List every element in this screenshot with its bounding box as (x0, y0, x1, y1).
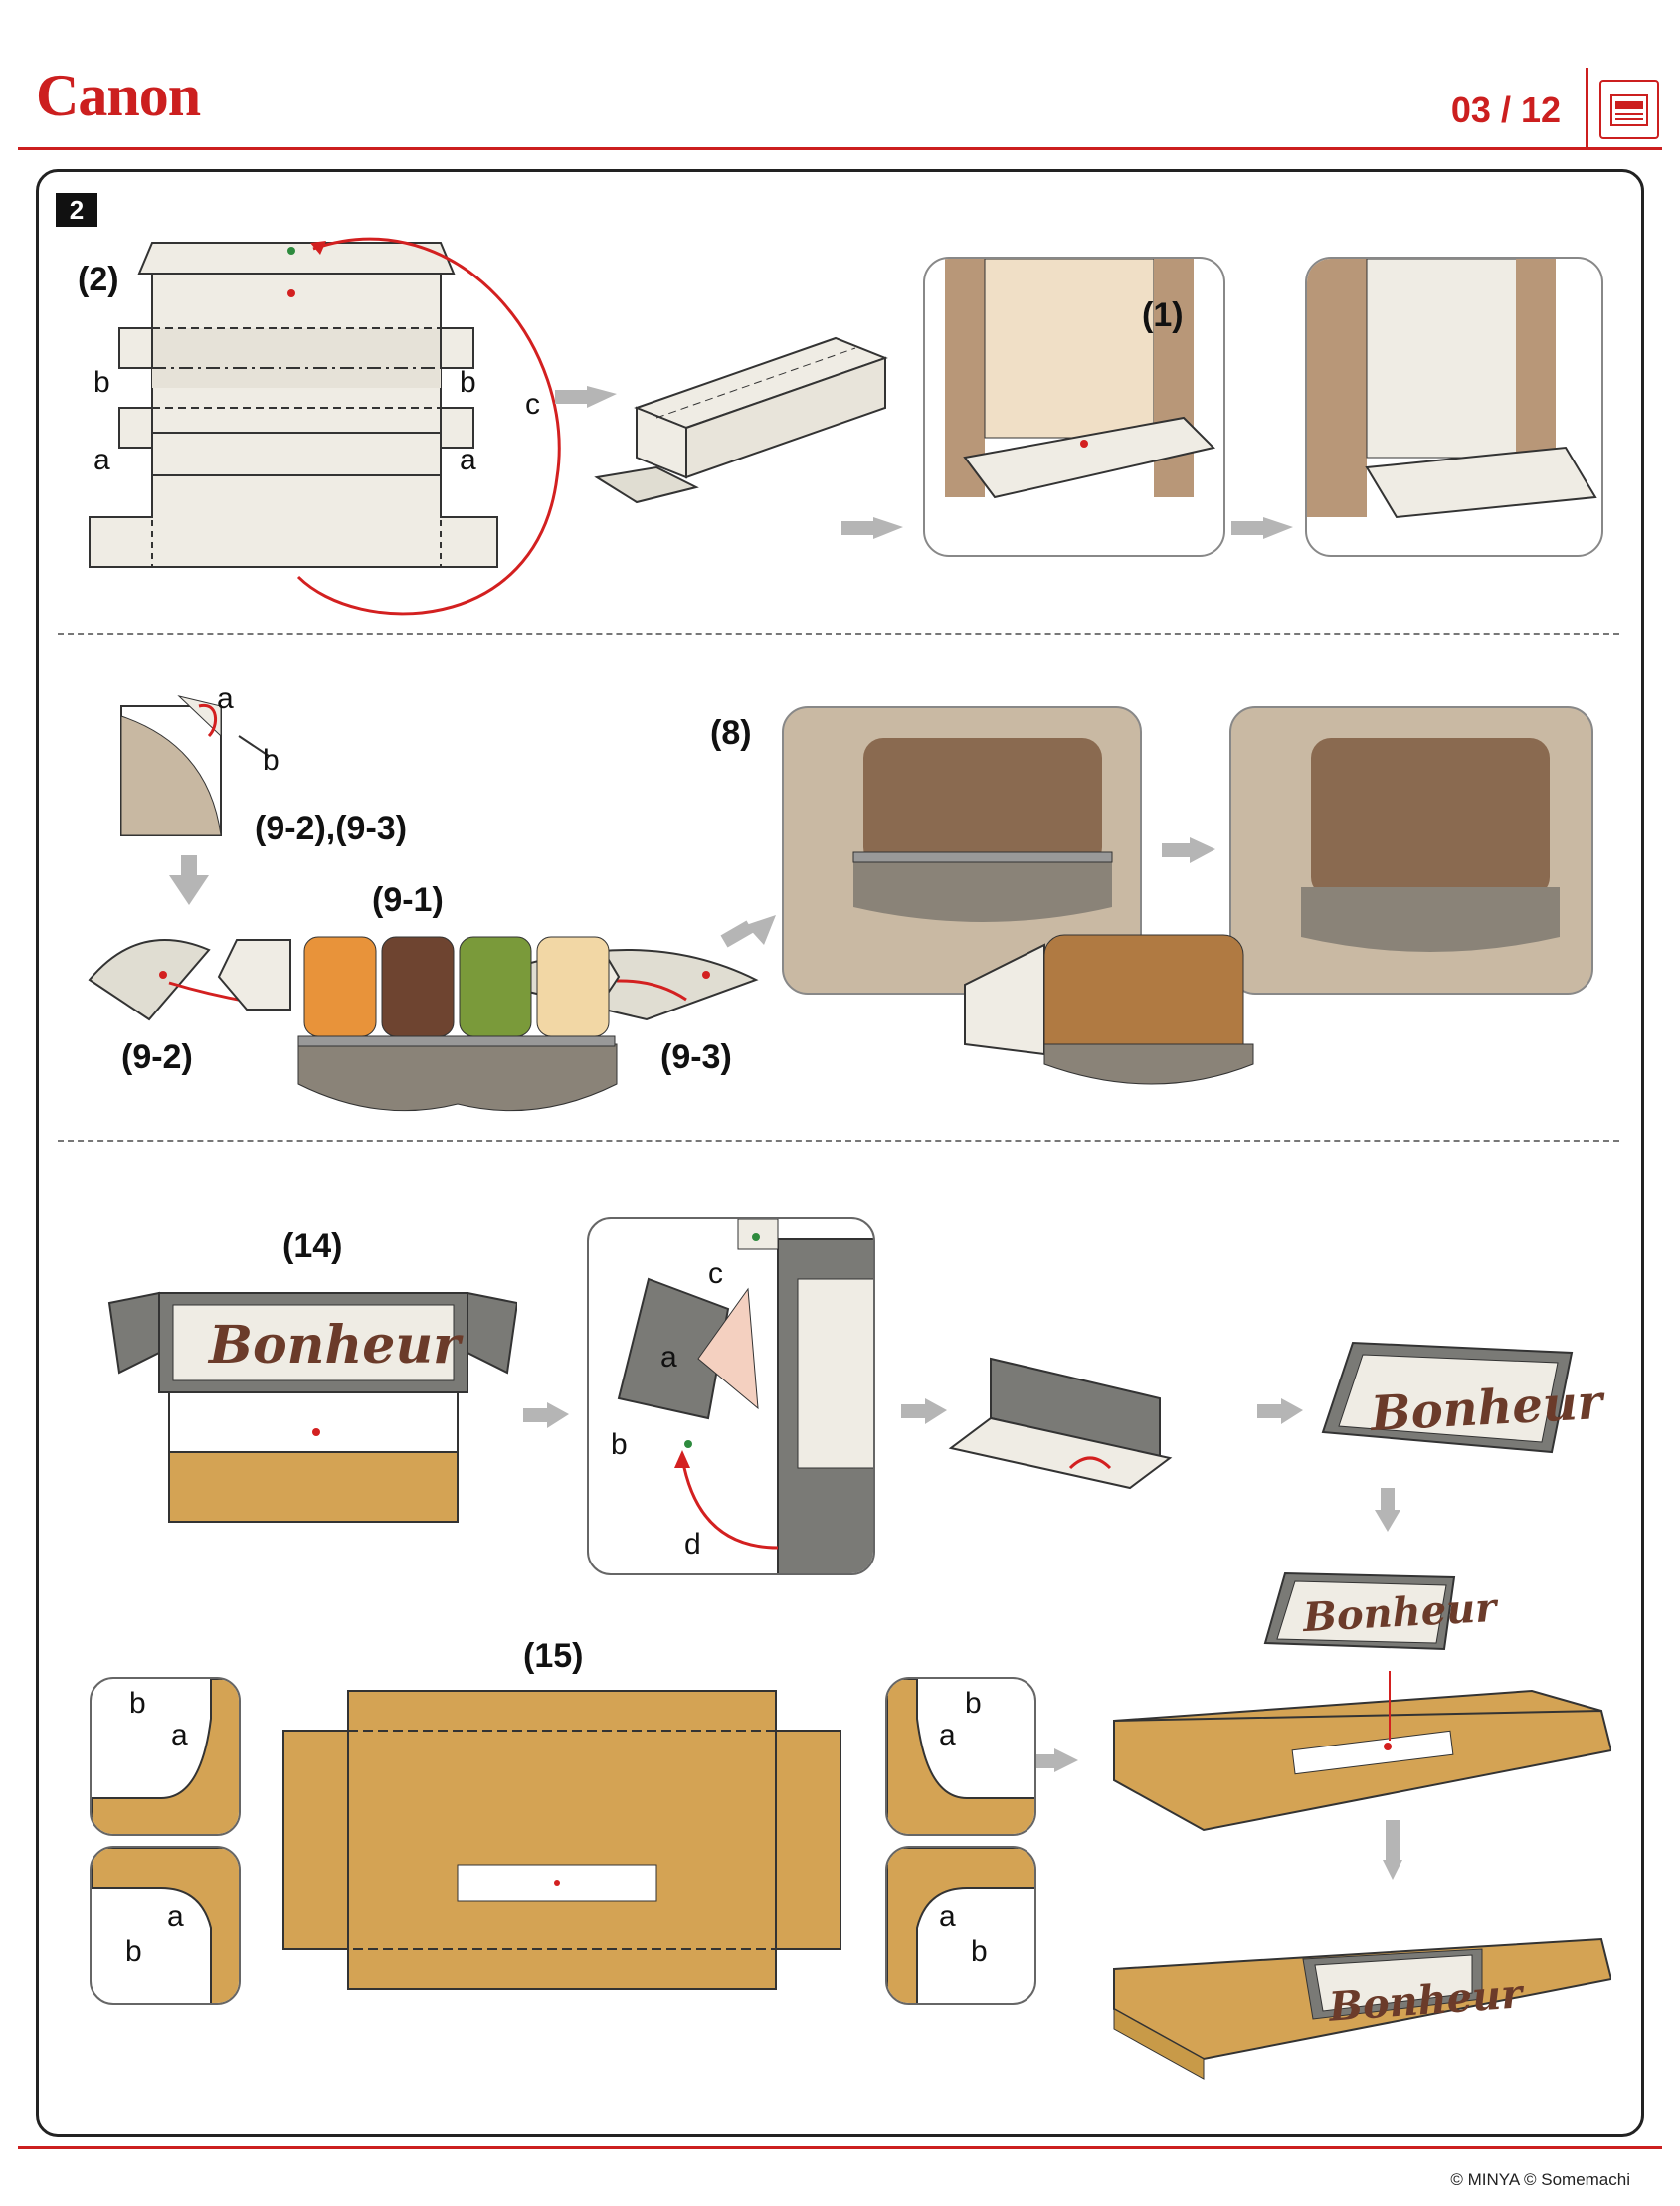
net-part-14 (99, 1273, 517, 1532)
footer-rule (18, 2146, 1662, 2149)
cake-tray-9-1 (298, 937, 617, 1111)
label-a-left: a (93, 444, 110, 477)
arrow-right-8 (1160, 835, 1219, 865)
label-part-14: (14) (282, 1227, 342, 1266)
section-divider-2 (58, 1140, 1619, 1142)
inset-corner-bottom-right (885, 1846, 1036, 2005)
label-part-9-23: (9-2),(9-3) (255, 810, 407, 848)
label-c: c (525, 388, 540, 422)
header-divider (1586, 68, 1588, 149)
label-part-9-2: (9-2) (121, 1038, 193, 1077)
label-c-detail: c (708, 1257, 723, 1291)
inset-fold-detail-14 (587, 1217, 875, 1575)
copyright-text: © MINYA © Somemachi (1450, 2170, 1630, 2190)
label-b-detail: b (611, 1428, 628, 1462)
label-b-tr: b (965, 1687, 982, 1721)
label-b-right: b (460, 366, 476, 400)
header-rule (18, 147, 1662, 150)
section-15-diagram (60, 1671, 1611, 2128)
part-9-23-piece (121, 696, 269, 835)
label-b-br: b (971, 1935, 988, 1969)
label-part-2: (2) (78, 261, 119, 299)
label-a-right: a (460, 444, 476, 477)
inset-corner-top-left (90, 1677, 241, 1836)
step-panel-assembled-1 (1305, 257, 1603, 557)
label-part-9-1: (9-1) (372, 881, 444, 920)
label-b-bl: b (125, 1935, 142, 1969)
brand-logo: Canon (36, 62, 200, 130)
label-b-scissors: b (263, 744, 280, 778)
step-panel-assembled-8 (1229, 706, 1593, 995)
label-a-br: a (939, 1900, 956, 1933)
folded-part-2 (597, 338, 885, 502)
folded-stand-14 (941, 1329, 1239, 1508)
cake-tray-front (955, 915, 1273, 1114)
label-part-9-3: (9-3) (660, 1038, 732, 1077)
label-a-scissors: a (217, 682, 234, 716)
label-b-left: b (93, 366, 110, 400)
page-number: 03 / 12 (1451, 90, 1561, 131)
inset-corner-top-right (885, 1677, 1036, 1836)
section-divider-1 (58, 633, 1619, 635)
label-d-detail: d (684, 1528, 701, 1562)
arrow-right-14 (521, 1400, 571, 1430)
label-b-tl: b (129, 1687, 146, 1721)
label-a-detail: a (660, 1341, 677, 1375)
arrow-right-stand (1255, 1396, 1305, 1426)
net-part-2 (90, 239, 559, 614)
label-part-8: (8) (710, 714, 752, 753)
sign-text-14: Bonheur (209, 1315, 461, 1376)
document-icon[interactable] (1599, 80, 1659, 139)
arrow-down-sign (1373, 1486, 1402, 1536)
label-a-bl: a (167, 1900, 184, 1933)
label-a-tl: a (171, 1719, 188, 1752)
inset-corner-bottom-left (90, 1846, 241, 2005)
label-part-1: (1) (1142, 296, 1184, 335)
label-a-tr: a (939, 1719, 956, 1752)
